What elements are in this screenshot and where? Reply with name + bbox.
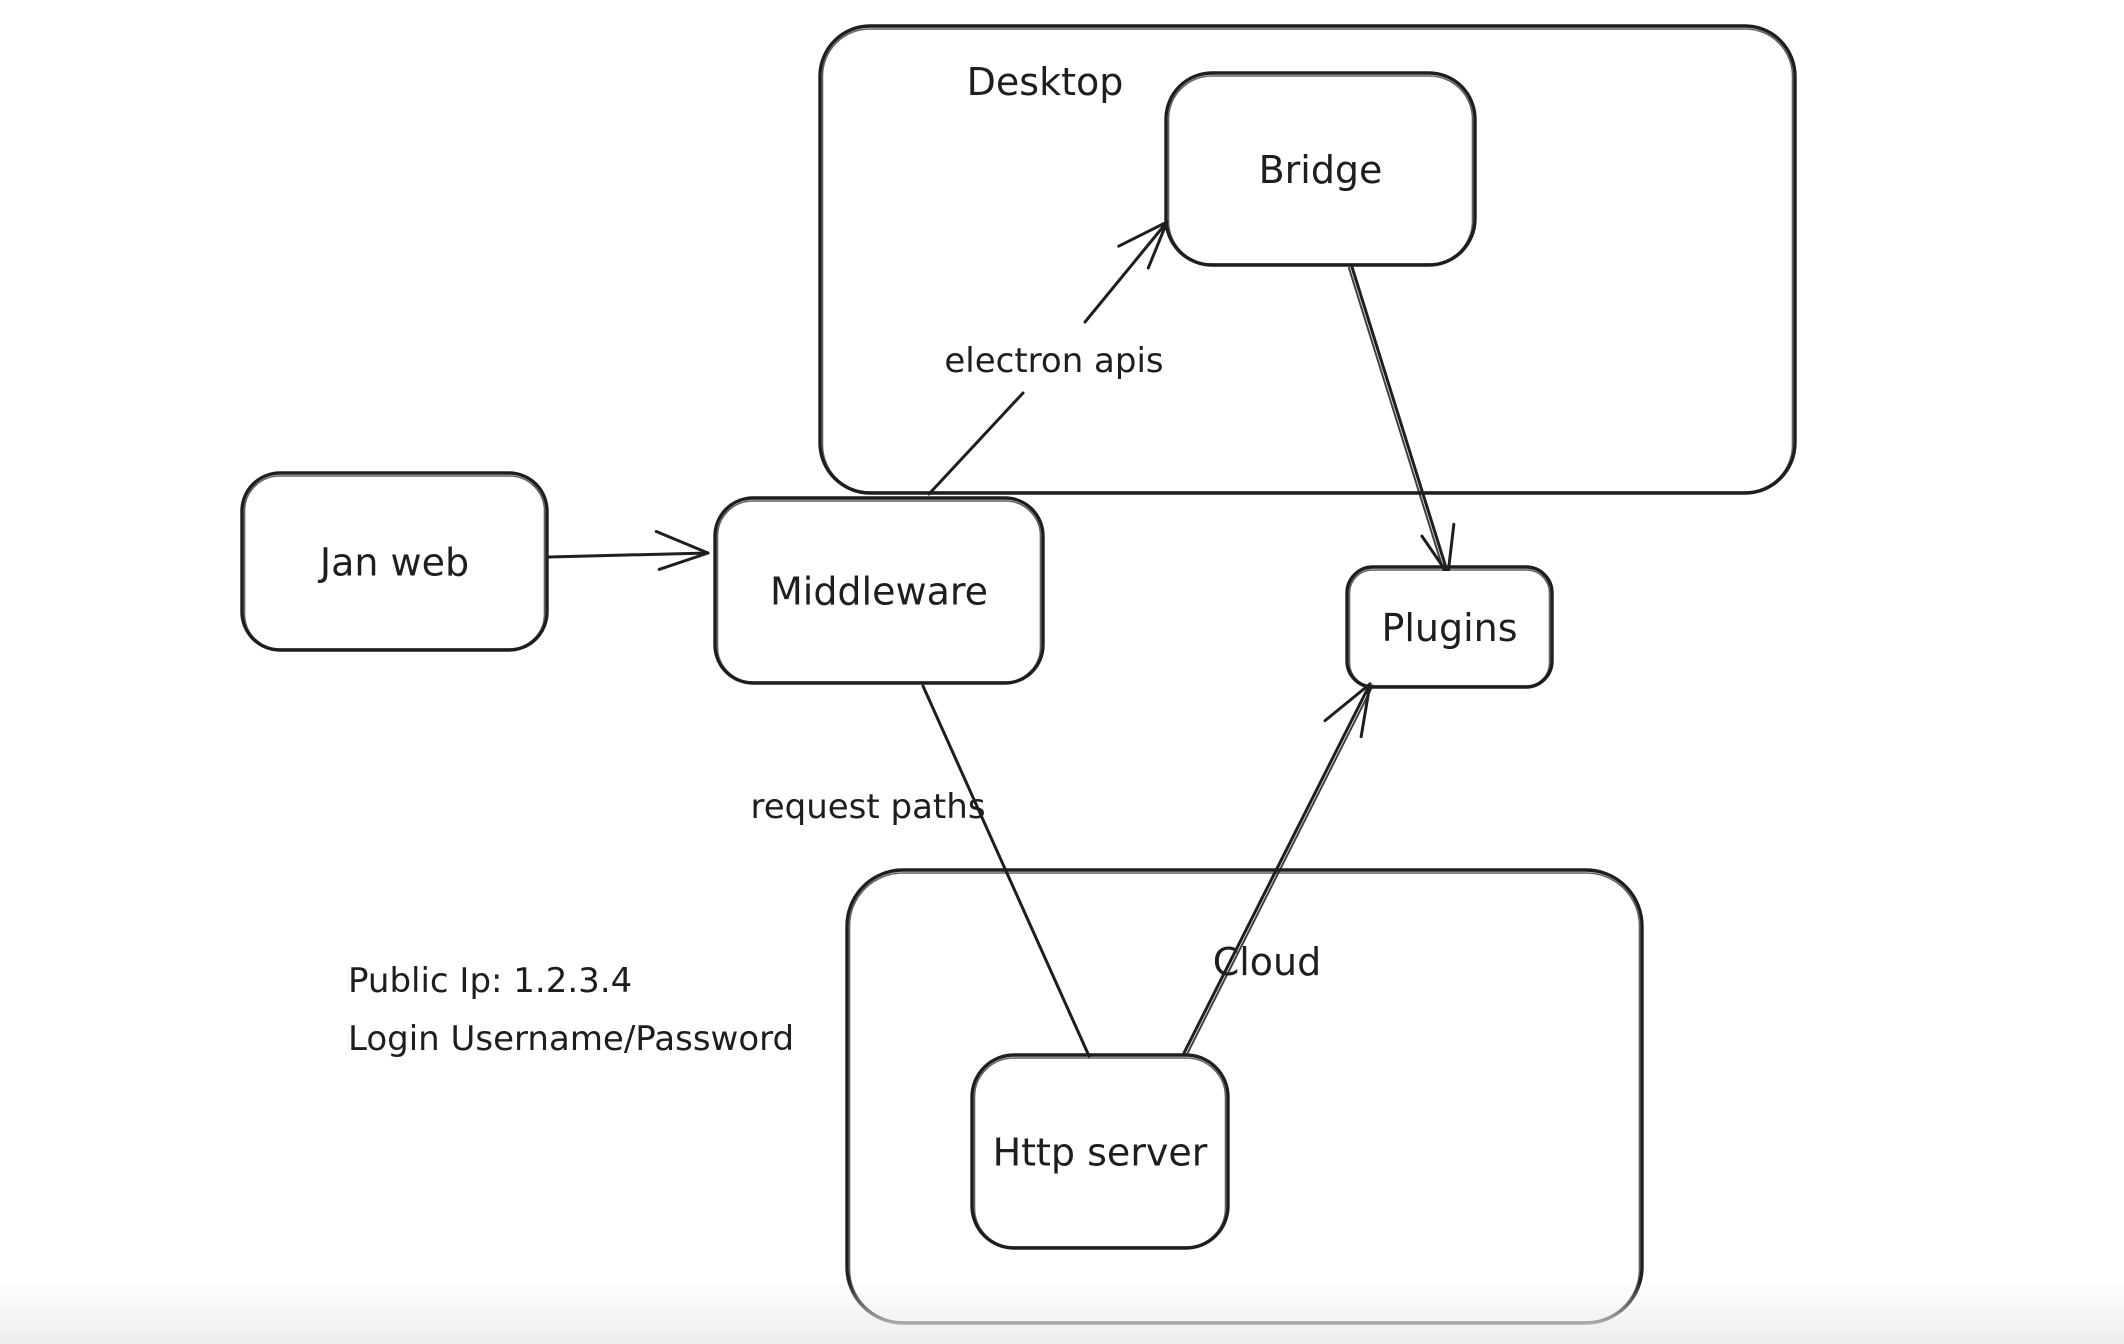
edge-shaft (921, 684, 1091, 1058)
edge-shaft (1350, 265, 1450, 576)
note-line-1[interactable]: Public Ip: 1.2.3.4 (348, 961, 632, 1001)
arrowhead-icon (1323, 682, 1372, 723)
edge-shaft (1182, 682, 1372, 1055)
edge-shaft (1083, 220, 1169, 324)
node-label-middleware[interactable]: Middleware (770, 570, 988, 614)
edge-httpserver-to-plugins[interactable] (1182, 682, 1374, 1056)
node-http-server[interactable]: Http server (970, 1053, 1230, 1250)
edge-shaft-overdraw (1347, 266, 1446, 576)
note-line-2[interactable]: Login Username/Password (348, 1019, 794, 1059)
edge-bridge-to-plugins[interactable] (1347, 265, 1456, 576)
node-plugins[interactable]: Plugins (1345, 565, 1554, 689)
container-desktop[interactable]: Desktop (818, 24, 1797, 495)
label-request-paths[interactable]: request paths (750, 787, 985, 827)
node-label-plugins[interactable]: Plugins (1381, 606, 1517, 650)
node-label-bridge[interactable]: Bridge (1259, 148, 1383, 192)
arrowhead-icon (1359, 682, 1372, 739)
edge-shaft (927, 391, 1025, 496)
edge-middleware-to-bridge[interactable] (927, 220, 1169, 496)
container-label-desktop[interactable]: Desktop (967, 60, 1124, 104)
edge-middleware-to-httpserver[interactable] (921, 684, 1091, 1058)
node-label-jan-web[interactable]: Jan web (318, 541, 469, 585)
label-electron-apis[interactable]: electron apis (944, 341, 1163, 381)
arrowhead-icon (654, 529, 710, 555)
arrowhead-icon (1117, 220, 1169, 248)
edge-janweb-to-middleware[interactable] (547, 529, 710, 571)
edge-shaft-overdraw (1185, 684, 1374, 1056)
arrowhead-icon (1146, 220, 1169, 270)
edge-shaft (547, 551, 710, 559)
node-jan-web[interactable]: Jan web (240, 471, 549, 652)
arrowhead-icon (657, 551, 710, 571)
node-bridge[interactable]: Bridge (1164, 71, 1477, 267)
node-middleware[interactable]: Middleware (713, 496, 1045, 685)
node-label-http-server[interactable]: Http server (993, 1131, 1208, 1175)
